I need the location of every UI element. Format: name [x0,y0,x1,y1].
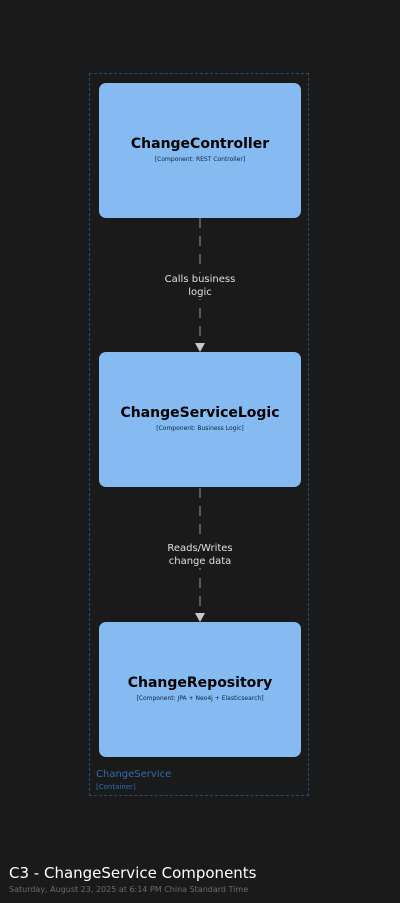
arrowhead-calls [195,343,205,352]
component-technology: [Component: REST Controller] [154,156,246,163]
component-change-repository[interactable]: ChangeRepository [Component: JPA + Neo4j… [99,622,301,757]
component-name: ChangeRepository [127,675,273,691]
boundary-technology: [Container] [96,783,136,791]
container-boundary [89,73,309,796]
component-technology: [Component: JPA + Neo4j + Elasticsearch] [136,695,264,702]
diagram-title: C3 - ChangeService Components [9,864,257,882]
relationship-label-line: Calls business [164,274,236,285]
relationship-label-line: logic [188,287,212,298]
relationship-label-calls: Calls business logic [140,273,260,299]
relationship-label-line: Reads/Writes [167,543,233,554]
relationship-label-line: change data [168,556,232,567]
component-name: ChangeController [130,136,270,152]
boundary-name: ChangeService [96,769,172,780]
arrowhead-reads-writes [195,613,205,622]
component-change-service-logic[interactable]: ChangeServiceLogic [Component: Business … [99,352,301,487]
component-technology: [Component: Business Logic] [156,425,244,432]
diagram-subtitle: Saturday, August 23, 2025 at 6:14 PM Chi… [9,885,249,894]
relationship-label-reads-writes: Reads/Writes change data [140,542,260,568]
component-name: ChangeServiceLogic [120,405,280,421]
component-change-controller[interactable]: ChangeController [Component: REST Contro… [99,83,301,218]
